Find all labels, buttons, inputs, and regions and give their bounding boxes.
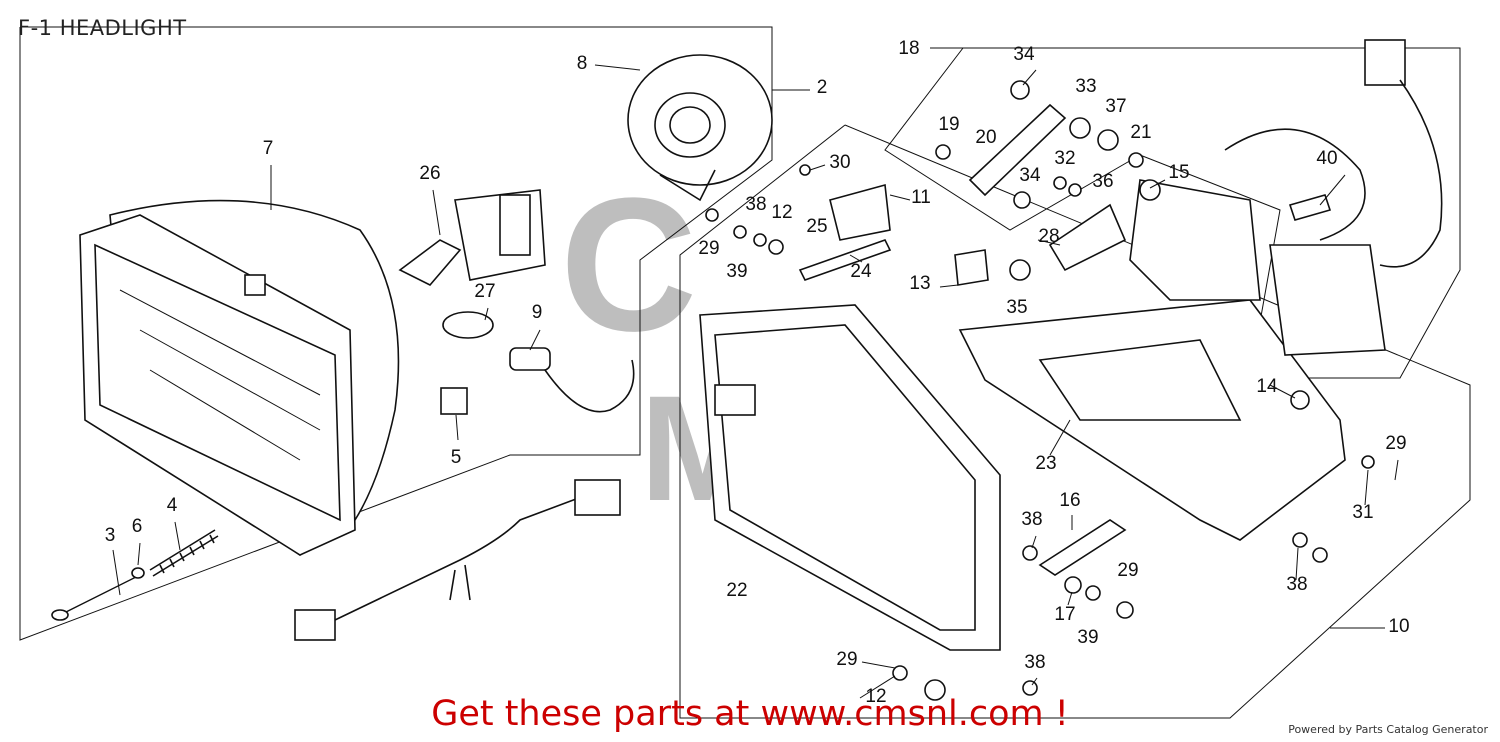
callout-6: 6: [132, 516, 143, 537]
callout-25: 25: [806, 216, 827, 237]
callout-2: 2: [817, 77, 828, 98]
callout-13: 13: [909, 273, 930, 294]
adjuster-screw-set: [51, 529, 219, 621]
callout-36: 36: [1092, 171, 1113, 192]
callout-39: 39: [1077, 627, 1098, 648]
diagram-title: F-1 HEADLIGHT: [18, 16, 187, 40]
callout-29: 29: [1117, 560, 1138, 581]
headlight-case: [627, 54, 773, 202]
callout-23: 23: [1035, 453, 1056, 474]
callout-40: 40: [1316, 148, 1337, 169]
watermark-letter: C: [560, 159, 697, 371]
position-bulb-and-socket: [440, 311, 635, 415]
callout-12: 12: [771, 202, 792, 223]
callout-31: 31: [1352, 502, 1373, 523]
callout-20: 20: [975, 127, 996, 148]
callout-38: 38: [745, 194, 766, 215]
callout-38: 38: [1021, 509, 1042, 530]
callout-labels: 2 3 4 5 6 7 8 9 10 11 12 12 13 14 15 16 …: [105, 38, 1410, 707]
callout-26: 26: [419, 163, 440, 184]
callout-38: 38: [1286, 574, 1307, 595]
callout-22: 22: [726, 580, 747, 601]
callout-7: 7: [263, 138, 274, 159]
wiring-harness: [294, 479, 621, 641]
callout-3: 3: [105, 525, 116, 546]
callout-10: 10: [1388, 616, 1409, 637]
headlight-bulb: [398, 189, 546, 286]
relay-and-cable: [1224, 39, 1443, 356]
callout-37: 37: [1105, 96, 1126, 117]
callout-29: 29: [1385, 433, 1406, 454]
brackets-small: [798, 103, 1127, 576]
callout-16: 16: [1059, 490, 1080, 511]
callout-9: 9: [532, 302, 543, 323]
callout-24: 24: [850, 261, 872, 282]
mounting-bracket: [958, 179, 1346, 541]
headlight-unit: [79, 199, 400, 556]
callout-29: 29: [698, 238, 719, 259]
callout-12: 12: [865, 686, 886, 707]
callout-5: 5: [451, 447, 462, 468]
callout-39: 39: [726, 261, 747, 282]
callout-34: 34: [1019, 165, 1041, 186]
callout-33: 33: [1075, 76, 1096, 97]
callout-14: 14: [1256, 376, 1278, 397]
powered-by-text: Powered by Parts Catalog Generator: [1288, 723, 1488, 736]
callout-28: 28: [1038, 226, 1059, 247]
leader-lines: [112, 64, 1399, 699]
callout-11: 11: [911, 187, 931, 208]
callout-35: 35: [1006, 297, 1027, 318]
callout-15: 15: [1168, 162, 1189, 183]
callout-29: 29: [836, 649, 857, 670]
callout-21: 21: [1130, 122, 1151, 143]
callout-34: 34: [1013, 44, 1035, 65]
assembly-bracket-lines: [19, 26, 1471, 719]
callout-17: 17: [1054, 604, 1075, 625]
callout-38: 38: [1024, 652, 1045, 673]
callout-8: 8: [577, 53, 588, 74]
callout-19: 19: [938, 114, 959, 135]
callout-32: 32: [1054, 148, 1075, 169]
callout-4: 4: [167, 495, 178, 516]
headlight-rim: [699, 304, 1001, 651]
callout-18: 18: [898, 38, 919, 59]
callout-30: 30: [829, 152, 850, 173]
promo-link-text[interactable]: Get these parts at www.cmsnl.com !: [431, 694, 1069, 734]
callout-27: 27: [474, 281, 495, 302]
fasteners: [705, 80, 1375, 701]
